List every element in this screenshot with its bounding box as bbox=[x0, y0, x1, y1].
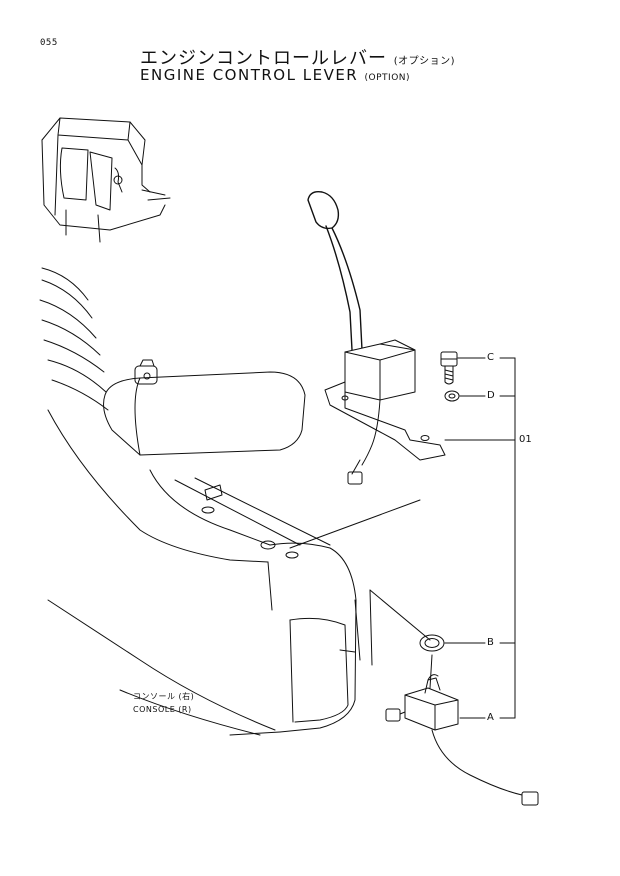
callout-a: A bbox=[487, 712, 494, 723]
control-lever-unit bbox=[307, 190, 446, 485]
console-label-japanese: コンソール (右) bbox=[133, 692, 195, 701]
bolt-c-drawing bbox=[440, 351, 458, 385]
leader-line-ring bbox=[369, 589, 431, 641]
title-english-main: ENGINE CONTROL LEVER bbox=[140, 66, 359, 84]
callout-c: C bbox=[487, 352, 494, 363]
title-english: ENGINE CONTROL LEVER (OPTION) bbox=[140, 66, 410, 84]
washer-d-drawing bbox=[444, 390, 460, 402]
callout-b: B bbox=[487, 637, 494, 648]
leader-line-console bbox=[369, 589, 373, 666]
title-japanese: エンジンコントロールレバー (オプション) bbox=[140, 44, 455, 70]
console-label: コンソール (右) CONSOLE (R) bbox=[133, 690, 194, 716]
title-english-sub: (OPTION) bbox=[364, 73, 411, 83]
console-label-english: CONSOLE (R) bbox=[133, 705, 192, 714]
switch-a-drawing bbox=[385, 674, 539, 806]
cab-inset-drawing bbox=[41, 117, 171, 243]
leader-line-assembly bbox=[289, 499, 421, 549]
page-number: 055 bbox=[40, 38, 58, 48]
title-japanese-main: エンジンコントロールレバー bbox=[140, 48, 387, 69]
seat-console-drawing bbox=[39, 267, 361, 736]
callout-leaders bbox=[444, 357, 516, 719]
callout-assembly-01: 01 bbox=[519, 434, 532, 445]
callout-d: D bbox=[487, 390, 495, 401]
ring-b-drawing bbox=[419, 634, 445, 652]
title-japanese-sub: (オプション) bbox=[393, 56, 456, 67]
leader-line-switch bbox=[429, 654, 433, 689]
